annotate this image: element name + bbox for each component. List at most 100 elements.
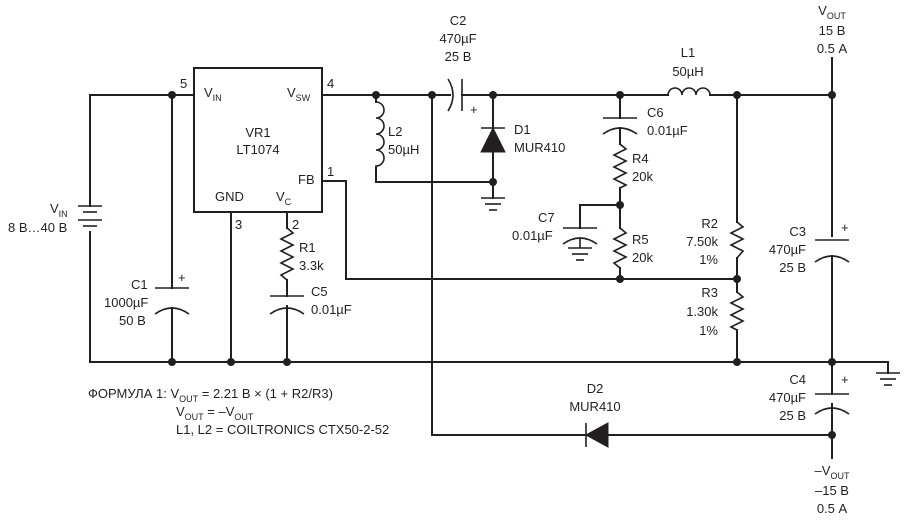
note-f1-rest: = 2.21 В × (1 + R2/R3) bbox=[198, 386, 333, 401]
svg-text:VSW: VSW bbox=[287, 85, 311, 103]
vr1-vin-label: V bbox=[204, 85, 213, 100]
vout-pos-label: V bbox=[818, 3, 827, 18]
d1-part: MUR410 bbox=[514, 140, 565, 155]
note-f2-mid: = –V bbox=[204, 404, 235, 419]
vout-neg-sub: OUT bbox=[830, 471, 850, 481]
note-f1-prefix: ФОРМУЛА 1: V bbox=[88, 386, 179, 401]
l2-inductor-symbol bbox=[375, 101, 385, 168]
c6-value: 0.01µF bbox=[647, 123, 688, 138]
c2-value: 470µF bbox=[439, 31, 476, 46]
vr1-regulator: VIN VSW VR1 LT1074 FB GND VC 5 4 1 3 2 bbox=[180, 67, 334, 232]
c4-ref: C4 bbox=[789, 372, 806, 387]
ground-icon bbox=[876, 372, 900, 386]
vr1-vc-sub: C bbox=[285, 197, 292, 207]
note-formula-2: VOUT = –VOUT bbox=[176, 404, 254, 422]
svg-text:VIN: VIN bbox=[204, 85, 222, 103]
r2-resistor-symbol bbox=[729, 221, 745, 259]
c1-value: 1000µF bbox=[104, 295, 148, 310]
r3-tol: 1% bbox=[699, 323, 718, 338]
c2-ref: C2 bbox=[450, 13, 467, 28]
c4-value: 470µF bbox=[769, 390, 806, 405]
r4-ref: R4 bbox=[632, 151, 649, 166]
l1-value: 50µH bbox=[672, 64, 703, 79]
r4-resistor-symbol bbox=[612, 143, 628, 189]
c3-ref: C3 bbox=[789, 224, 806, 239]
r5-ref: R5 bbox=[632, 232, 649, 247]
vout-neg-current: 0.5 А bbox=[817, 501, 848, 516]
c4-polarity: + bbox=[841, 372, 849, 387]
c1-polarity: + bbox=[178, 270, 186, 285]
junction-dots bbox=[168, 91, 836, 439]
vr1-vc-label: V bbox=[276, 189, 285, 204]
r5-resistor-symbol bbox=[612, 227, 628, 269]
c7-capacitor-symbol bbox=[562, 227, 598, 248]
vr1-gnd-label: GND bbox=[215, 189, 244, 204]
pin-4: 4 bbox=[327, 76, 334, 91]
c7-ref: C7 bbox=[538, 210, 555, 225]
svg-text:VOUT: VOUT bbox=[818, 3, 846, 21]
d2-diode-symbol bbox=[584, 422, 609, 448]
r3-resistor-symbol bbox=[729, 291, 745, 331]
c2-polarity: + bbox=[470, 102, 478, 117]
vin-battery-symbol bbox=[78, 205, 102, 227]
r2-tol: 1% bbox=[699, 252, 718, 267]
vr1-body bbox=[193, 67, 323, 213]
vout-pos-current: 0.5 А bbox=[817, 41, 848, 56]
c3-capacitor-symbol bbox=[814, 239, 850, 263]
d2-part: MUR410 bbox=[569, 399, 620, 414]
l1-inductor-symbol bbox=[667, 87, 711, 96]
c3-voltage: 25 В bbox=[779, 260, 806, 275]
l1-ref: L1 bbox=[681, 45, 695, 60]
c4-voltage: 25 В bbox=[779, 408, 806, 423]
c4-capacitor-symbol bbox=[814, 393, 850, 415]
c1-voltage: 50 В bbox=[119, 313, 146, 328]
c1-ref: C1 bbox=[131, 277, 148, 292]
vr1-vsw-label: V bbox=[287, 85, 296, 100]
wires bbox=[89, 57, 889, 459]
r1-resistor-symbol bbox=[279, 227, 295, 281]
vr1-part: LT1074 bbox=[236, 142, 279, 157]
svg-text:VIN: VIN bbox=[50, 201, 68, 219]
pin-5: 5 bbox=[180, 76, 187, 91]
r2-ref: R2 bbox=[701, 216, 718, 231]
ground-icon bbox=[481, 197, 505, 211]
vin-label: V bbox=[50, 201, 59, 216]
note-f2-sub: OUT bbox=[185, 412, 205, 422]
note-f2-prefix: V bbox=[176, 404, 185, 419]
vin-range: 8 В…40 В bbox=[8, 220, 67, 235]
vout-neg-voltage: –15 В bbox=[815, 483, 849, 498]
note-formula-1: ФОРМУЛА 1: VOUT = 2.21 В × (1 + R2/R3) bbox=[88, 386, 333, 404]
c5-capacitor-symbol bbox=[269, 295, 305, 315]
vout-pos-voltage: 15 В bbox=[819, 23, 846, 38]
vout-neg-label: –V bbox=[815, 463, 831, 478]
note-f2-sub2: OUT bbox=[234, 412, 254, 422]
r3-value: 1.30k bbox=[686, 304, 718, 319]
c2-capacitor-symbol bbox=[447, 78, 463, 112]
d2-ref: D2 bbox=[587, 381, 604, 396]
note-inductors: L1, L2 = COILTRONICS CTX50-2-52 bbox=[176, 422, 389, 437]
pin-1: 1 bbox=[327, 164, 334, 179]
r4-value: 20k bbox=[632, 169, 653, 184]
pin-3: 3 bbox=[235, 217, 242, 232]
c7-value: 0.01µF bbox=[512, 228, 553, 243]
c5-ref: C5 bbox=[311, 284, 328, 299]
c3-value: 470µF bbox=[769, 242, 806, 257]
l2-ref: L2 bbox=[388, 124, 402, 139]
note-f1-sub: OUT bbox=[179, 394, 199, 404]
d1-diode-symbol bbox=[480, 126, 506, 153]
vr1-ref: VR1 bbox=[245, 125, 270, 140]
r2-value: 7.50k bbox=[686, 234, 718, 249]
r1-ref: R1 bbox=[299, 240, 316, 255]
c1-capacitor-symbol bbox=[154, 287, 190, 315]
pin-2: 2 bbox=[292, 217, 299, 232]
vr1-vsw-sub: SW bbox=[296, 93, 311, 103]
r3-ref: R3 bbox=[701, 285, 718, 300]
c3-polarity: + bbox=[841, 220, 849, 235]
r1-value: 3.3k bbox=[299, 258, 324, 273]
c2-voltage: 25 В bbox=[445, 49, 472, 64]
vout-pos-sub: OUT bbox=[827, 11, 847, 21]
l2-value: 50µH bbox=[388, 142, 419, 157]
ground-icon bbox=[568, 247, 592, 261]
d1-ref: D1 bbox=[514, 122, 531, 137]
